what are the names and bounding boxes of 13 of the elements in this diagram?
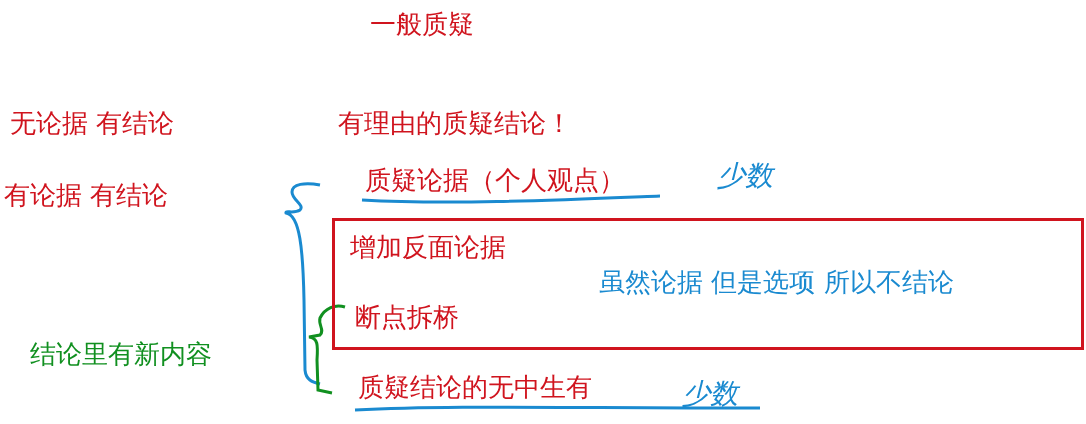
note-text: 质疑论据（个人观点）: [365, 164, 625, 196]
note-text: 质疑结论的无中生有: [358, 371, 592, 403]
note-text: 结论里有新内容: [30, 338, 212, 370]
note-text: 有理由的质疑结论！: [338, 107, 572, 139]
note-text: 有论据 有结论: [4, 179, 169, 211]
note-text: 无论据 有结论: [10, 107, 175, 139]
handwritten-note: 少数: [717, 160, 773, 192]
box-text: 虽然论据 但是选项 所以不结论: [599, 266, 954, 298]
heading: 一般质疑: [370, 8, 474, 40]
box-text: 断点拆桥: [355, 301, 459, 333]
box-text: 增加反面论据: [350, 231, 506, 263]
handwritten-note: 少数: [682, 378, 738, 410]
outlined-box: [332, 218, 1084, 350]
